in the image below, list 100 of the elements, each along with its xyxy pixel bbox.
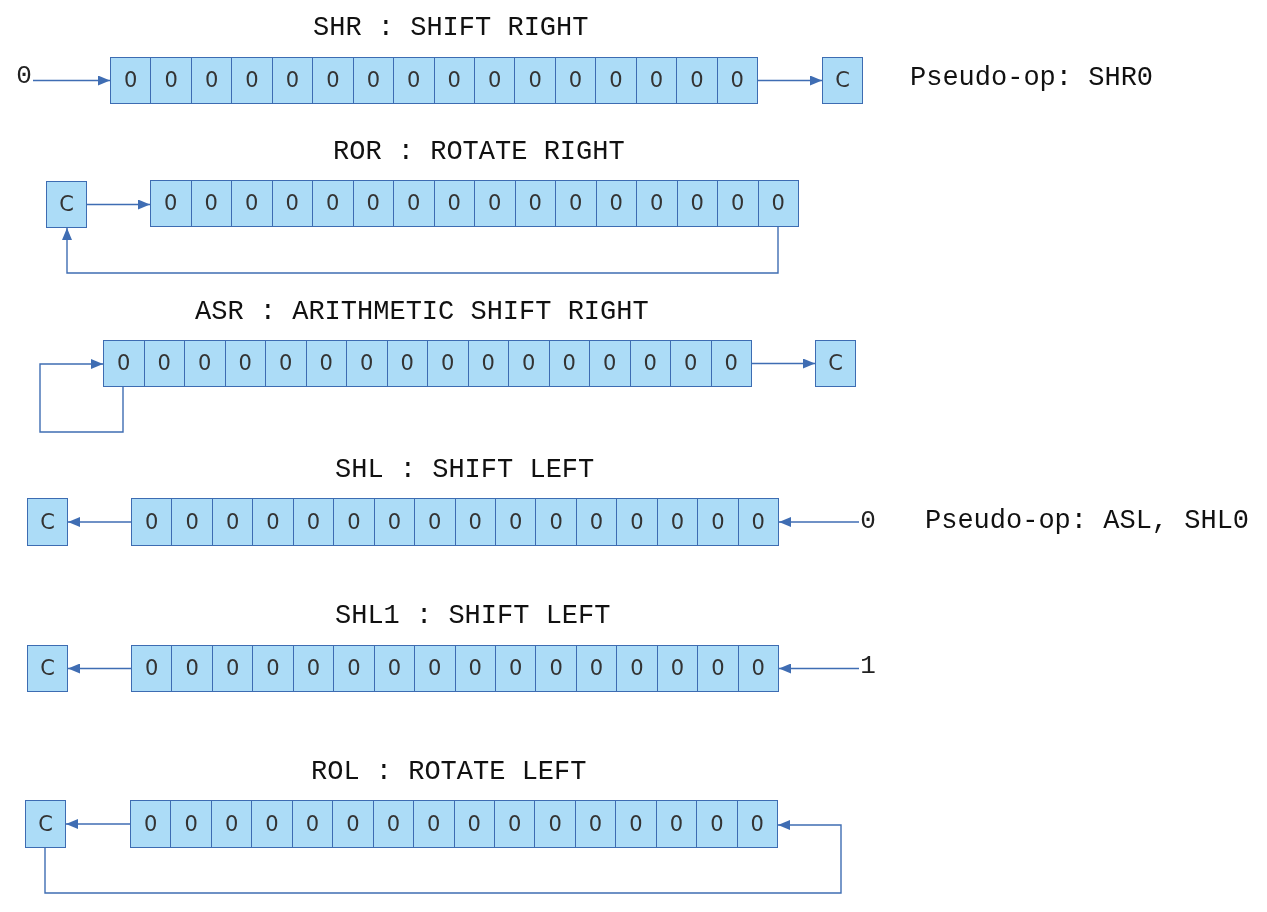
bit-cell: 0	[373, 498, 416, 546]
bit-cell: 0	[190, 180, 232, 227]
bit-cell: 0	[393, 57, 435, 104]
bit-cell: 0	[251, 800, 293, 848]
bit-cell: 0	[616, 645, 658, 692]
carry-flag-box: C	[27, 498, 68, 546]
bit-cell: 0	[433, 180, 475, 227]
bit-cell: 0	[393, 180, 435, 227]
input-bit-value: 1	[859, 653, 877, 679]
bit-cell: 0	[150, 180, 192, 227]
bit-cell: 0	[386, 340, 428, 387]
arrow	[67, 663, 132, 674]
bit-cell: 0	[372, 800, 415, 848]
bit-cell: 0	[554, 57, 597, 104]
pseudo-op-note: Pseudo-op: ASL, SHL0	[925, 506, 1250, 536]
bit-cell: 0	[676, 57, 718, 104]
bit-cell: 0	[352, 57, 395, 104]
bit-cell: 0	[595, 57, 637, 104]
bit-cell: 0	[332, 800, 374, 848]
arrow	[65, 819, 131, 829]
bit-cell: 0	[103, 340, 145, 387]
bit-cell: 0	[333, 645, 375, 692]
bit-cell: 0	[333, 498, 375, 546]
bit-cell: 0	[615, 800, 657, 848]
operation-title: SHL1 : SHIFT LEFT	[335, 601, 611, 631]
bit-cell: 0	[346, 340, 388, 387]
bit-cell: 0	[473, 57, 516, 104]
bit-cell: 0	[697, 498, 739, 546]
bit-cell: 0	[717, 180, 759, 227]
loop-arrow	[44, 820, 842, 894]
bit-cell: 0	[589, 340, 631, 387]
operation-title: ROL : ROTATE LEFT	[311, 757, 587, 787]
bit-cell: 0	[716, 57, 758, 104]
pseudo-op-note: Pseudo-op: SHR0	[910, 63, 1154, 93]
bit-cell: 0	[171, 498, 213, 546]
bit-cell: 0	[697, 645, 739, 692]
bit-cell: 0	[252, 645, 294, 692]
bit-cell: 0	[555, 180, 597, 227]
arrow	[751, 358, 816, 369]
bit-cell: 0	[514, 57, 556, 104]
bit-cell: 0	[514, 180, 556, 227]
bit-cell: 0	[224, 340, 266, 387]
bit-cell: 0	[737, 498, 779, 546]
carry-flag-box: C	[25, 800, 66, 848]
bit-cell: 0	[292, 645, 335, 692]
bit-cell: 0	[574, 800, 617, 848]
bit-cell: 0	[635, 57, 678, 104]
bit-cell: 0	[413, 800, 455, 848]
input-bit-value: 0	[15, 63, 33, 89]
bit-cell: 0	[143, 340, 185, 387]
bit-cell: 0	[676, 180, 718, 227]
bit-cell: 0	[655, 800, 698, 848]
bit-cell: 0	[271, 57, 314, 104]
operation-title: ROR : ROTATE RIGHT	[333, 137, 625, 167]
input-bit-value: 0	[859, 508, 877, 534]
bit-cell: 0	[352, 180, 394, 227]
bit-cell: 0	[508, 340, 550, 387]
bit-cell: 0	[184, 340, 226, 387]
bit-cell: 0	[373, 645, 416, 692]
bit-cell: 0	[535, 645, 577, 692]
bit-cell: 0	[291, 800, 334, 848]
bit-cell: 0	[312, 180, 354, 227]
bit-cell: 0	[231, 57, 273, 104]
operation-title: SHL : SHIFT LEFT	[335, 455, 595, 485]
bit-cell: 0	[211, 645, 254, 692]
bit-cell: 0	[305, 340, 347, 387]
bit-cell: 0	[656, 498, 699, 546]
bit-cell: 0	[636, 180, 678, 227]
bit-cell: 0	[710, 340, 752, 387]
bit-cell: 0	[535, 498, 577, 546]
bit-cell: 0	[433, 57, 475, 104]
operation-title: SHR : SHIFT RIGHT	[313, 13, 589, 43]
bit-cell: 0	[231, 180, 273, 227]
arrow	[757, 75, 823, 86]
bit-cell: 0	[736, 800, 778, 848]
bit-cell: 0	[414, 498, 456, 546]
bit-cell: 0	[474, 180, 516, 227]
bit-cell: 0	[312, 57, 354, 104]
loop-arrow	[39, 359, 124, 433]
bit-cell: 0	[453, 800, 495, 848]
bit-cell: 0	[131, 645, 173, 692]
bit-cell: 0	[629, 340, 671, 387]
bit-cell: 0	[252, 498, 294, 546]
bit-cell: 0	[737, 645, 779, 692]
arrow	[86, 199, 151, 210]
bit-cell: 0	[494, 645, 537, 692]
bit-cell: 0	[575, 498, 618, 546]
bit-cell: 0	[493, 800, 536, 848]
bit-cell: 0	[171, 645, 213, 692]
bit-cell: 0	[210, 800, 253, 848]
bit-cell: 0	[131, 498, 173, 546]
operation-title: ASR : ARITHMETIC SHIFT RIGHT	[195, 297, 649, 327]
bit-cell: 0	[292, 498, 335, 546]
bit-cell: 0	[454, 645, 496, 692]
bit-cell: 0	[454, 498, 496, 546]
bit-cell: 0	[757, 180, 799, 227]
loop-arrow	[62, 226, 779, 274]
carry-flag-box: C	[822, 57, 863, 104]
bit-cell: 0	[414, 645, 456, 692]
carry-flag-box: C	[27, 645, 68, 692]
